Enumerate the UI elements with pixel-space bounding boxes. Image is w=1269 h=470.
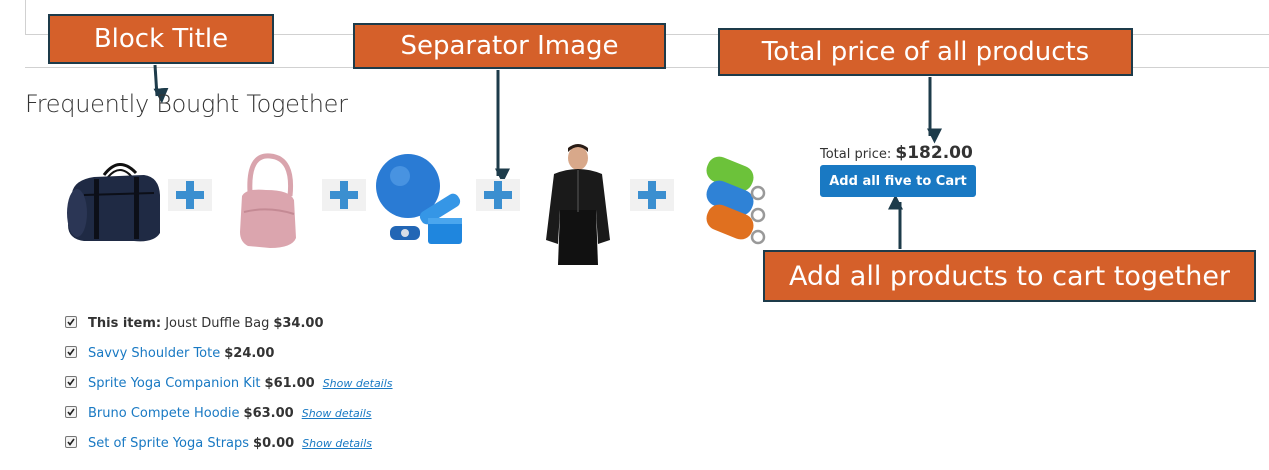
item-price: $0.00 (253, 436, 295, 451)
item-name: Joust Duffle Bag (165, 316, 270, 331)
yoga-straps-image[interactable] (700, 155, 772, 250)
checkbox[interactable] (65, 435, 77, 448)
callout-block-title: Block Title (48, 14, 274, 64)
callout-total-price: Total price of all products (718, 28, 1133, 76)
show-details-link[interactable]: Show details (301, 407, 372, 420)
checkbox[interactable] (65, 345, 77, 358)
show-details-link[interactable]: Show details (322, 377, 393, 390)
block-title: Frequently Bought Together (25, 90, 348, 118)
callout-separator-image: Separator Image (353, 23, 666, 69)
this-item-label: This item: (88, 316, 162, 331)
checkbox[interactable] (65, 375, 77, 388)
yoga-kit-image[interactable] (374, 152, 470, 252)
total-price: Total price: $182.00 (820, 143, 973, 163)
total-price-label: Total price: (820, 147, 892, 162)
item-link[interactable]: Sprite Yoga Companion Kit (88, 376, 261, 391)
separator-plus-icon (168, 179, 212, 211)
separator-plus-icon (630, 179, 674, 211)
hoodie-model-image[interactable] (538, 140, 618, 265)
item-price: $61.00 (264, 376, 315, 391)
checkbox[interactable] (65, 405, 77, 418)
item-price: $24.00 (224, 346, 275, 361)
list-item: Bruno Compete Hoodie $63.00 Show details (65, 405, 372, 421)
checkbox[interactable] (65, 315, 77, 328)
item-price: $34.00 (273, 316, 324, 331)
separator-plus-icon (322, 179, 366, 211)
separator-plus-icon (476, 179, 520, 211)
list-item: Sprite Yoga Companion Kit $61.00 Show de… (65, 375, 393, 391)
list-item: Set of Sprite Yoga Straps $0.00 Show det… (65, 435, 372, 451)
duffle-bag-image[interactable] (64, 155, 164, 245)
show-details-link[interactable]: Show details (302, 437, 372, 450)
callout-add-all: Add all products to cart together (763, 250, 1256, 302)
item-link[interactable]: Set of Sprite Yoga Straps (88, 436, 250, 451)
total-price-value: $182.00 (895, 143, 973, 163)
item-price: $63.00 (243, 406, 294, 421)
shoulder-tote-image[interactable] (232, 152, 302, 250)
add-all-to-cart-button[interactable]: Add all five to Cart (820, 165, 976, 197)
item-link[interactable]: Savvy Shoulder Tote (88, 346, 221, 361)
item-link[interactable]: Bruno Compete Hoodie (88, 406, 240, 421)
list-item: Savvy Shoulder Tote $24.00 (65, 345, 275, 361)
list-item: This item: Joust Duffle Bag $34.00 (65, 315, 324, 331)
